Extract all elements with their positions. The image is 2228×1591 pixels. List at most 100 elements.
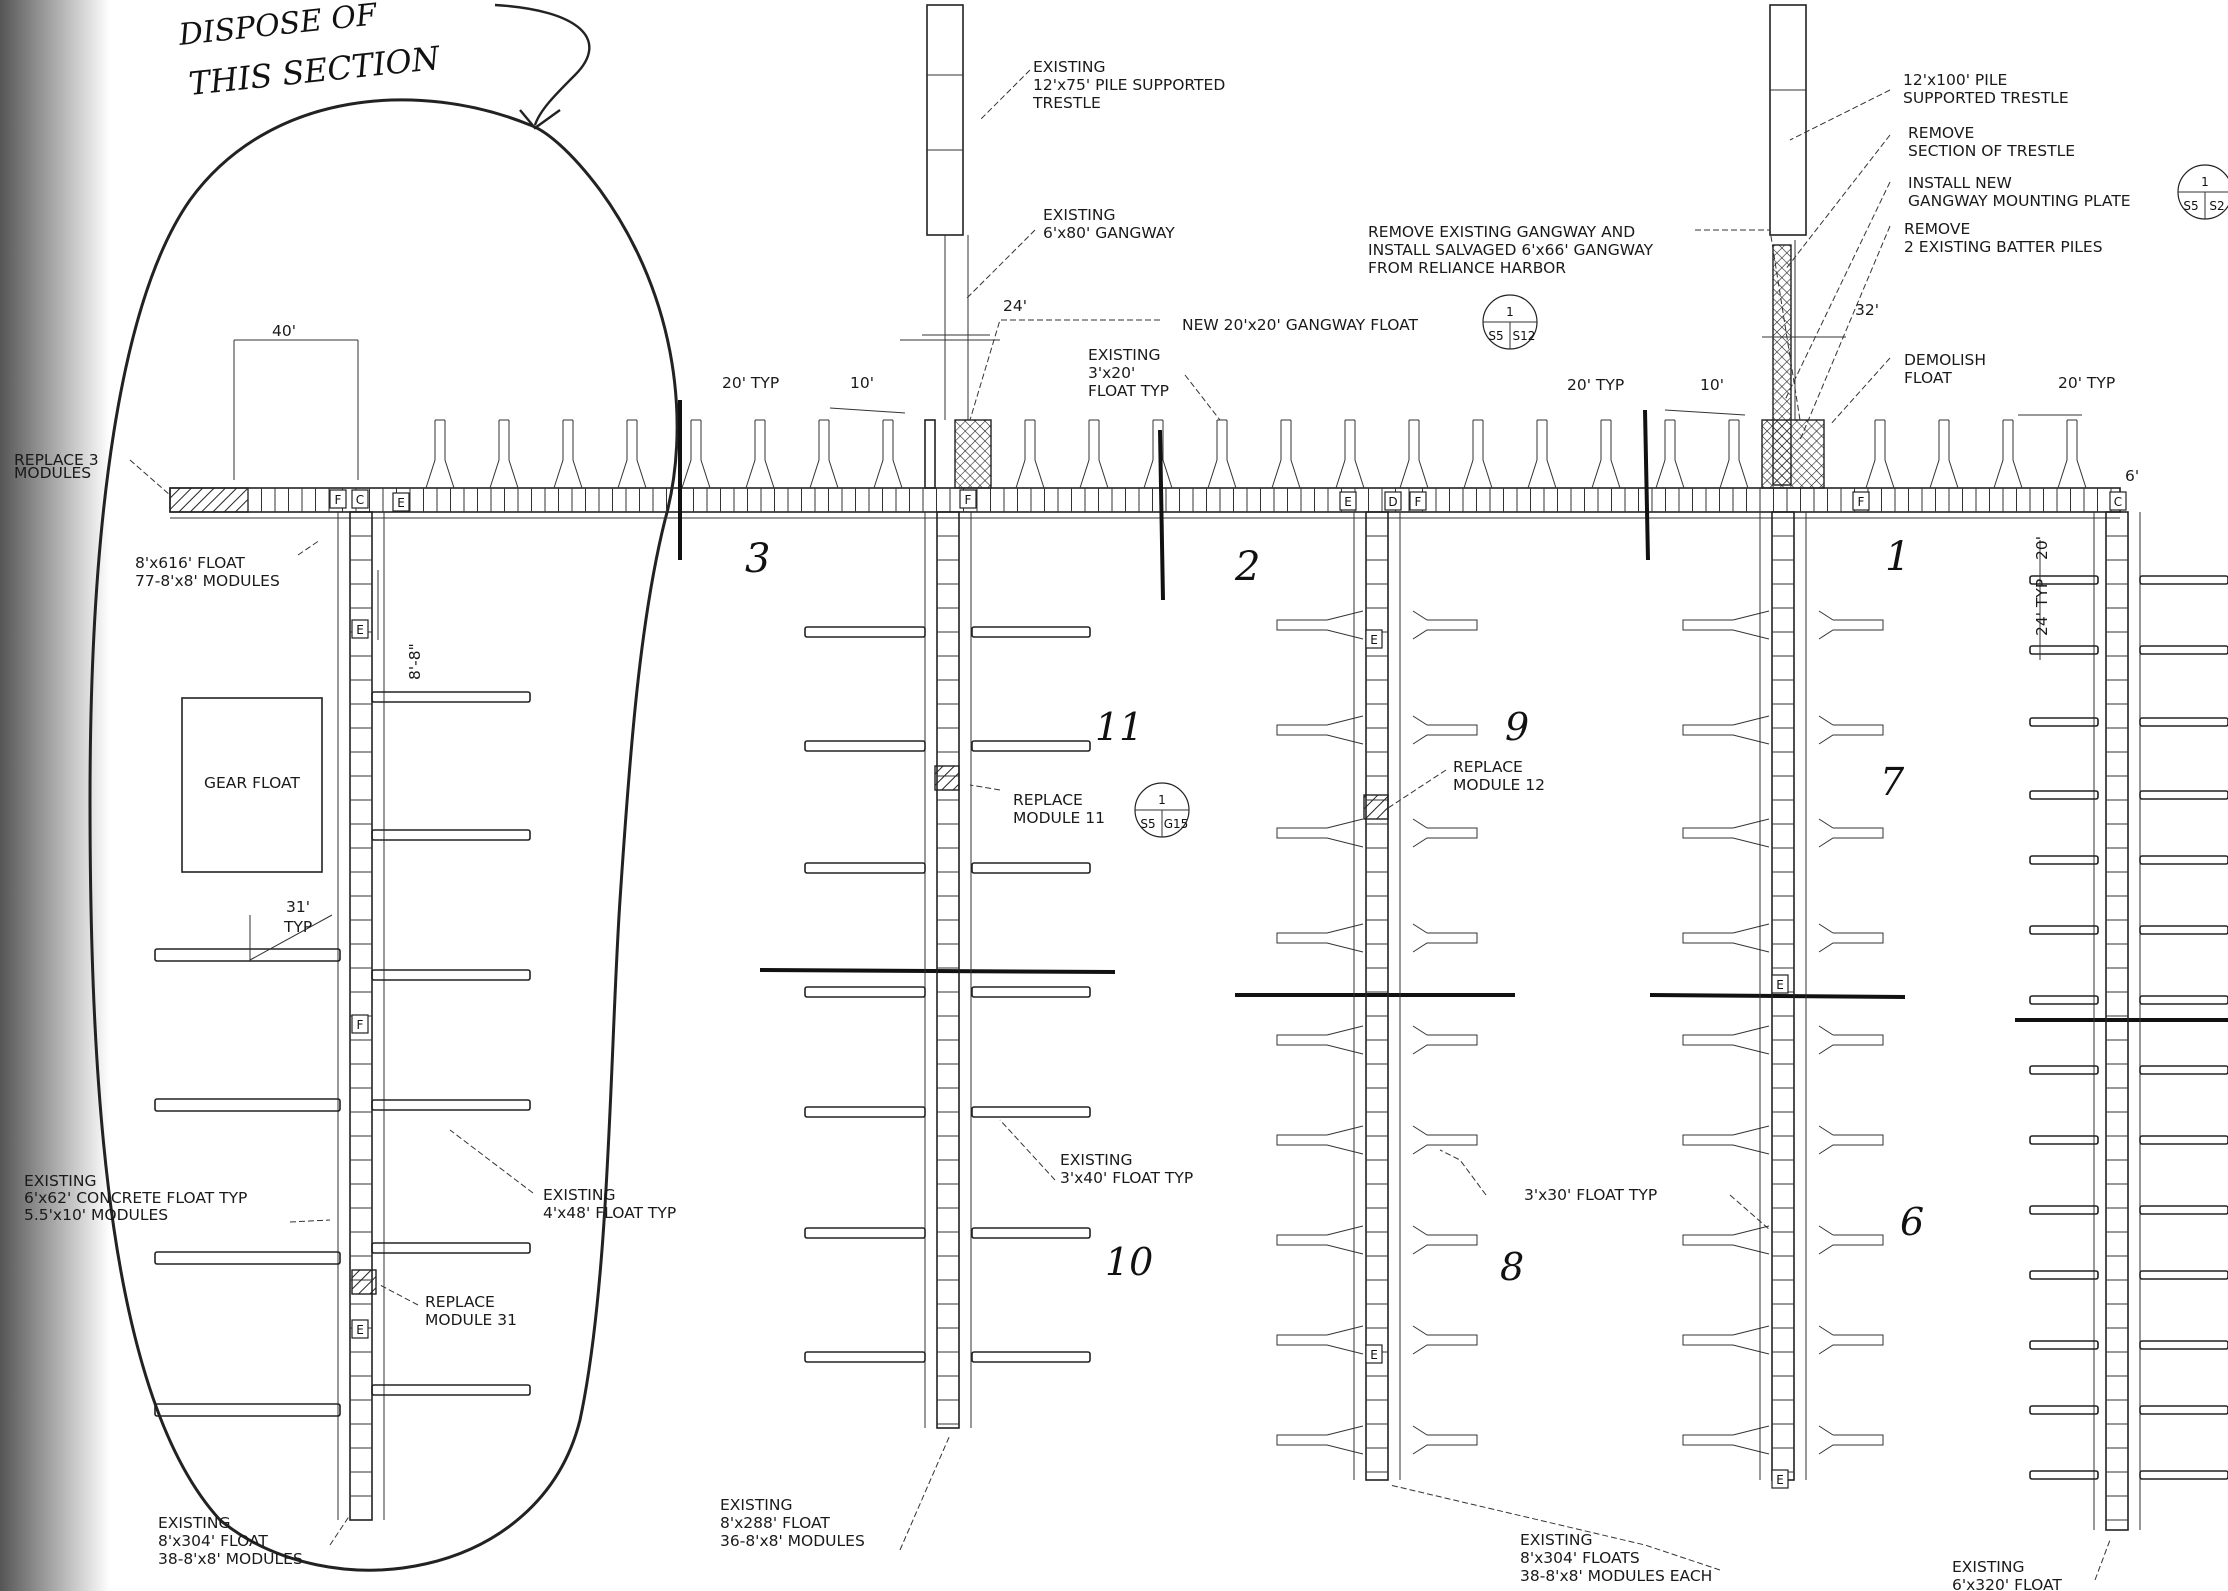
section-divider-lines [678, 400, 2228, 1022]
detail-tag-number: 1 [1506, 305, 1514, 319]
pier-float [1365, 511, 1389, 1481]
module-letter: F [1858, 495, 1865, 509]
finger-stem [1993, 419, 2023, 489]
finger-float [971, 740, 1091, 752]
finger-stem [1591, 419, 1621, 489]
finger-stem [809, 419, 839, 489]
finger-stem [873, 419, 903, 489]
tapered-finger [1682, 818, 1770, 848]
module-letter: C [356, 493, 364, 507]
finger-float [2139, 1065, 2228, 1075]
dimension-20-typ: 20' TYP [2058, 374, 2115, 392]
pier-number: 10 [1105, 1240, 1153, 1284]
tapered-finger [1682, 1325, 1770, 1355]
detail-tag-detail: S12 [1513, 329, 1536, 343]
finger-float [371, 1242, 531, 1254]
finger-stem [1399, 419, 1429, 489]
module-letter: F [965, 493, 972, 507]
finger-float [2029, 1065, 2099, 1075]
module-letter-box [1365, 1344, 1383, 1364]
dispose-outline [88, 98, 679, 1572]
finger-float [2139, 1405, 2228, 1415]
replace-module-31-hatch [351, 1269, 377, 1295]
finger-stem [425, 419, 455, 489]
finger-float [2139, 1470, 2228, 1480]
finger-stem [1335, 419, 1365, 489]
leader-lines [129, 69, 2111, 1581]
dimension-8-8: 8'-8" [406, 643, 424, 680]
pier-number: 11 [1095, 705, 1143, 749]
tapered-finger [1818, 610, 1884, 640]
tapered-finger [1682, 1425, 1770, 1455]
detail-tag-s12: 1 S5 S12 [1482, 294, 1538, 350]
finger-float [2139, 1135, 2228, 1145]
dimension-10: 10' [850, 374, 874, 392]
finger-float [371, 829, 531, 841]
detail-tag-s2: 1 S5 S2 [2177, 164, 2228, 220]
finger-float [2029, 1340, 2099, 1350]
tapered-finger [1412, 1125, 1478, 1155]
dimension-6: 6' [2125, 467, 2139, 485]
dimension-20-typ: 20' TYP [1567, 376, 1624, 394]
replace-module-11-hatch [934, 765, 960, 791]
finger-float [971, 862, 1091, 874]
finger-stem [681, 419, 711, 489]
finger-float [2139, 1340, 2228, 1350]
dimension-lines [233, 334, 2082, 961]
module-letter-box [351, 1319, 369, 1339]
float-3x30-label: 3'x30' FLOAT TYP [1524, 1186, 1657, 1204]
module-letter-box [351, 1014, 369, 1034]
finger-float [2029, 645, 2099, 655]
finger-float [2139, 1270, 2228, 1280]
module-letter: E [1370, 633, 1378, 647]
finger-stem [1463, 419, 1493, 489]
detail-tag-number: 1 [1158, 793, 1166, 807]
module-letter-box [1409, 491, 1427, 511]
tapered-finger [1818, 1325, 1884, 1355]
tapered-finger [1682, 1025, 1770, 1055]
tapered-finger [1276, 1425, 1364, 1455]
module-letter: F [335, 493, 342, 507]
finger-float [971, 986, 1091, 998]
finger-stem [1527, 419, 1557, 489]
pier-number: 8 [1500, 1245, 1524, 1289]
finger-float [2029, 575, 2099, 585]
tapered-finger [1682, 610, 1770, 640]
tapered-finger [1412, 715, 1478, 745]
trestle-left [900, 4, 1000, 489]
detail-tag-number: 1 [2201, 175, 2209, 189]
pier-number: 1 [1885, 534, 1910, 580]
note-arrow [494, 3, 591, 126]
note-line-2: THIS SECTION [187, 39, 443, 103]
dimension-20: 20' [2033, 536, 2051, 560]
module-letter-box [392, 492, 410, 512]
finger-float [2139, 645, 2228, 655]
tapered-finger [1276, 1125, 1364, 1155]
pier-numbers: 3 2 1 11 9 7 10 8 6 [745, 534, 1924, 1289]
tapered-finger [1818, 1125, 1884, 1155]
finger-stem [2057, 419, 2087, 489]
dimension-typ: TYP [283, 918, 312, 936]
finger-stem [1207, 419, 1237, 489]
tapered-finger [1276, 715, 1364, 745]
replace-modules-hatch [169, 487, 249, 513]
tapered-finger [1412, 1425, 1478, 1455]
finger-float [804, 862, 926, 874]
finger-float [2029, 925, 2099, 935]
finger-float [371, 1099, 531, 1111]
replace-module-12-hatch [1363, 794, 1389, 820]
finger-float [2139, 575, 2228, 585]
tapered-finger [1276, 1325, 1364, 1355]
finger-floats [154, 575, 2228, 1480]
trestle-right [1761, 4, 1825, 489]
finger-float [971, 1227, 1091, 1239]
finger-float [2029, 1470, 2099, 1480]
